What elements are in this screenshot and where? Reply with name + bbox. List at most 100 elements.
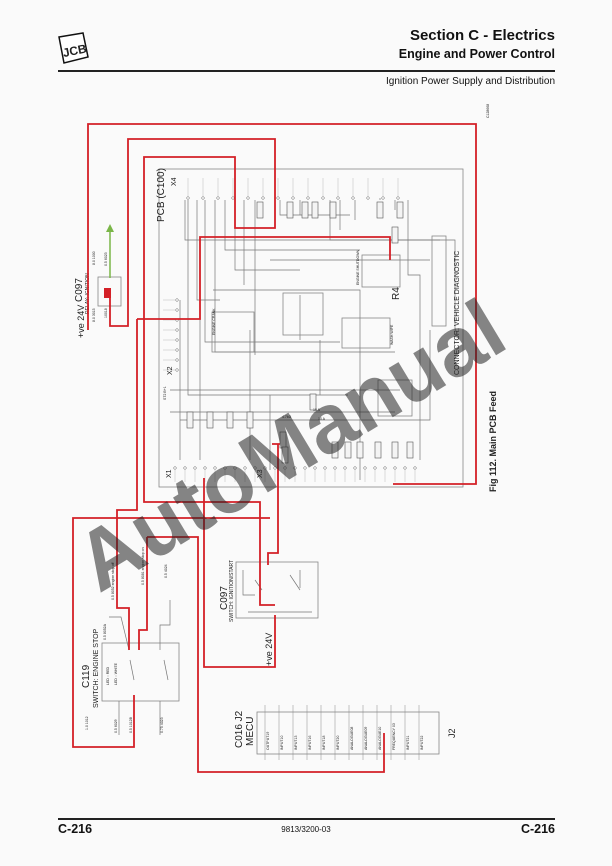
ignition-switch-code: C097 — [219, 586, 230, 610]
fuse — [311, 201, 319, 219]
x4-pin — [321, 196, 325, 200]
relay-wire-out: 8.0 1000 — [92, 251, 96, 265]
fuse — [186, 411, 194, 429]
x1-x3-pin — [303, 466, 307, 470]
wire-4023: 0.75 4023 — [160, 717, 164, 733]
mecu-pin-label: ANALOGUE09 — [364, 727, 368, 750]
x1-x3-pin — [363, 466, 367, 470]
led-white-label: LED :: WHITE — [114, 662, 118, 685]
mecu-j2-label: J2 — [447, 728, 457, 738]
x2-label: X2 — [167, 366, 174, 375]
relay-engine-shutdown — [361, 254, 401, 288]
x4-pin — [336, 196, 340, 200]
jcb-logo: JCB — [56, 31, 90, 65]
power-feed-wires — [72, 123, 477, 773]
fuse — [374, 441, 382, 459]
r4-label: R4 — [391, 287, 402, 300]
x1-x3-pin — [293, 466, 297, 470]
ignition-switch-box — [235, 561, 319, 619]
x4-pin — [246, 196, 250, 200]
x2-pin — [175, 308, 179, 312]
section-title: Section C - Electrics — [409, 27, 555, 44]
topic-title: Ignition Power Supply and Distribution — [386, 76, 555, 87]
x4-pin — [276, 196, 280, 200]
fuse — [246, 411, 254, 429]
diagnostic-connector — [431, 235, 447, 327]
ignition-switch-name: SWITCH: IGNITION/START — [229, 560, 235, 622]
wire-8052a: 0.5 8052A — [103, 623, 107, 640]
mecu-pin-label: INPUT20 — [336, 736, 340, 750]
pcb-label: PCB (C100) — [156, 168, 167, 222]
header-rule — [58, 70, 555, 72]
x4-pin — [366, 196, 370, 200]
mecu-pin-label: INPUT18 — [322, 736, 326, 750]
x1-x3-pin — [233, 466, 237, 470]
page-number-right: C-216 — [520, 822, 555, 836]
wire-4024: 0.5 4024 — [164, 564, 168, 578]
engine-crank-label: ENGINE CRANK — [212, 308, 216, 335]
mecu-connector-box — [256, 711, 440, 755]
x4-pin — [231, 196, 235, 200]
fuse — [286, 201, 294, 219]
x1-x3-pin — [373, 466, 377, 470]
led-red-label: LED :: RED — [106, 666, 110, 685]
x2-pin — [175, 368, 179, 372]
figure-ref-id: C128668 — [486, 104, 490, 118]
mecu-pin-label: ANALOGUE10 — [378, 727, 382, 750]
relay-middle — [282, 292, 324, 336]
x2-pin — [175, 298, 179, 302]
mecu-pin-label: INPUT13 — [294, 736, 298, 750]
x1-x3-pin — [353, 466, 357, 470]
relay-wire-in: 8.0 3015 — [92, 308, 96, 322]
watermark: AutoManual — [60, 281, 520, 609]
x1-x3-pin — [343, 466, 347, 470]
relay-engine-crank — [211, 311, 255, 353]
ignition-switch-supply: +ve 24V — [264, 633, 274, 666]
x1-x3-pin — [283, 466, 287, 470]
x1-x3-pin — [313, 466, 317, 470]
relay-supply: +ve 24V — [76, 305, 86, 338]
x1-x3-pin — [383, 466, 387, 470]
wire-1012b: 0.5 1012B — [129, 716, 133, 733]
fuse-b-label: 15 A — [313, 408, 321, 412]
subsection-title: Engine and Power Control — [398, 47, 555, 61]
fuse — [281, 446, 289, 464]
x4-pin — [261, 196, 265, 200]
pcb-internal-wiring — [170, 198, 456, 480]
x1-x3-pin — [243, 466, 247, 470]
x1-x3-pin — [203, 466, 207, 470]
resistor-label: 4.7kΩ — [282, 415, 292, 419]
relay-coil — [104, 288, 111, 298]
x1-label: X1 — [166, 469, 173, 478]
fuse — [301, 201, 309, 219]
x4-pin — [351, 196, 355, 200]
x4-pin — [291, 196, 295, 200]
fuse — [256, 201, 264, 219]
x1-x3-pin — [213, 466, 217, 470]
x1-x3-pin — [393, 466, 397, 470]
mecu-pin-label: INPUT22 — [420, 736, 424, 750]
fuse — [331, 441, 339, 459]
x4-pin — [381, 196, 385, 200]
wire-engine-stop-off: 0.5 8052 engine stop off — [111, 562, 115, 600]
x1-x3-pin — [333, 466, 337, 470]
fuse — [356, 441, 364, 459]
mecu-pin-label: FREQUENCY 03 — [392, 723, 396, 750]
relay-code: C097 — [74, 278, 85, 302]
x2-pin — [175, 348, 179, 352]
fuse — [226, 411, 234, 429]
x2-pin — [175, 338, 179, 342]
figure-caption: Fig 112. Main PCB Feed — [488, 391, 498, 492]
engine-shutdown-label: ENGINE SHUTDOWN — [356, 250, 360, 285]
wire-6029: 0.5 6029 — [114, 719, 118, 733]
fuse — [391, 226, 399, 244]
fuse — [391, 441, 399, 459]
x4-pin — [186, 196, 190, 200]
x1-x3-pin — [263, 466, 267, 470]
x1-x3-pin — [323, 466, 327, 470]
pcb-pins — [163, 178, 417, 482]
page-number-left: C-216 — [58, 822, 93, 836]
relay-wire-coil: 0.5 6023 — [104, 252, 108, 266]
x4-pin — [201, 196, 205, 200]
